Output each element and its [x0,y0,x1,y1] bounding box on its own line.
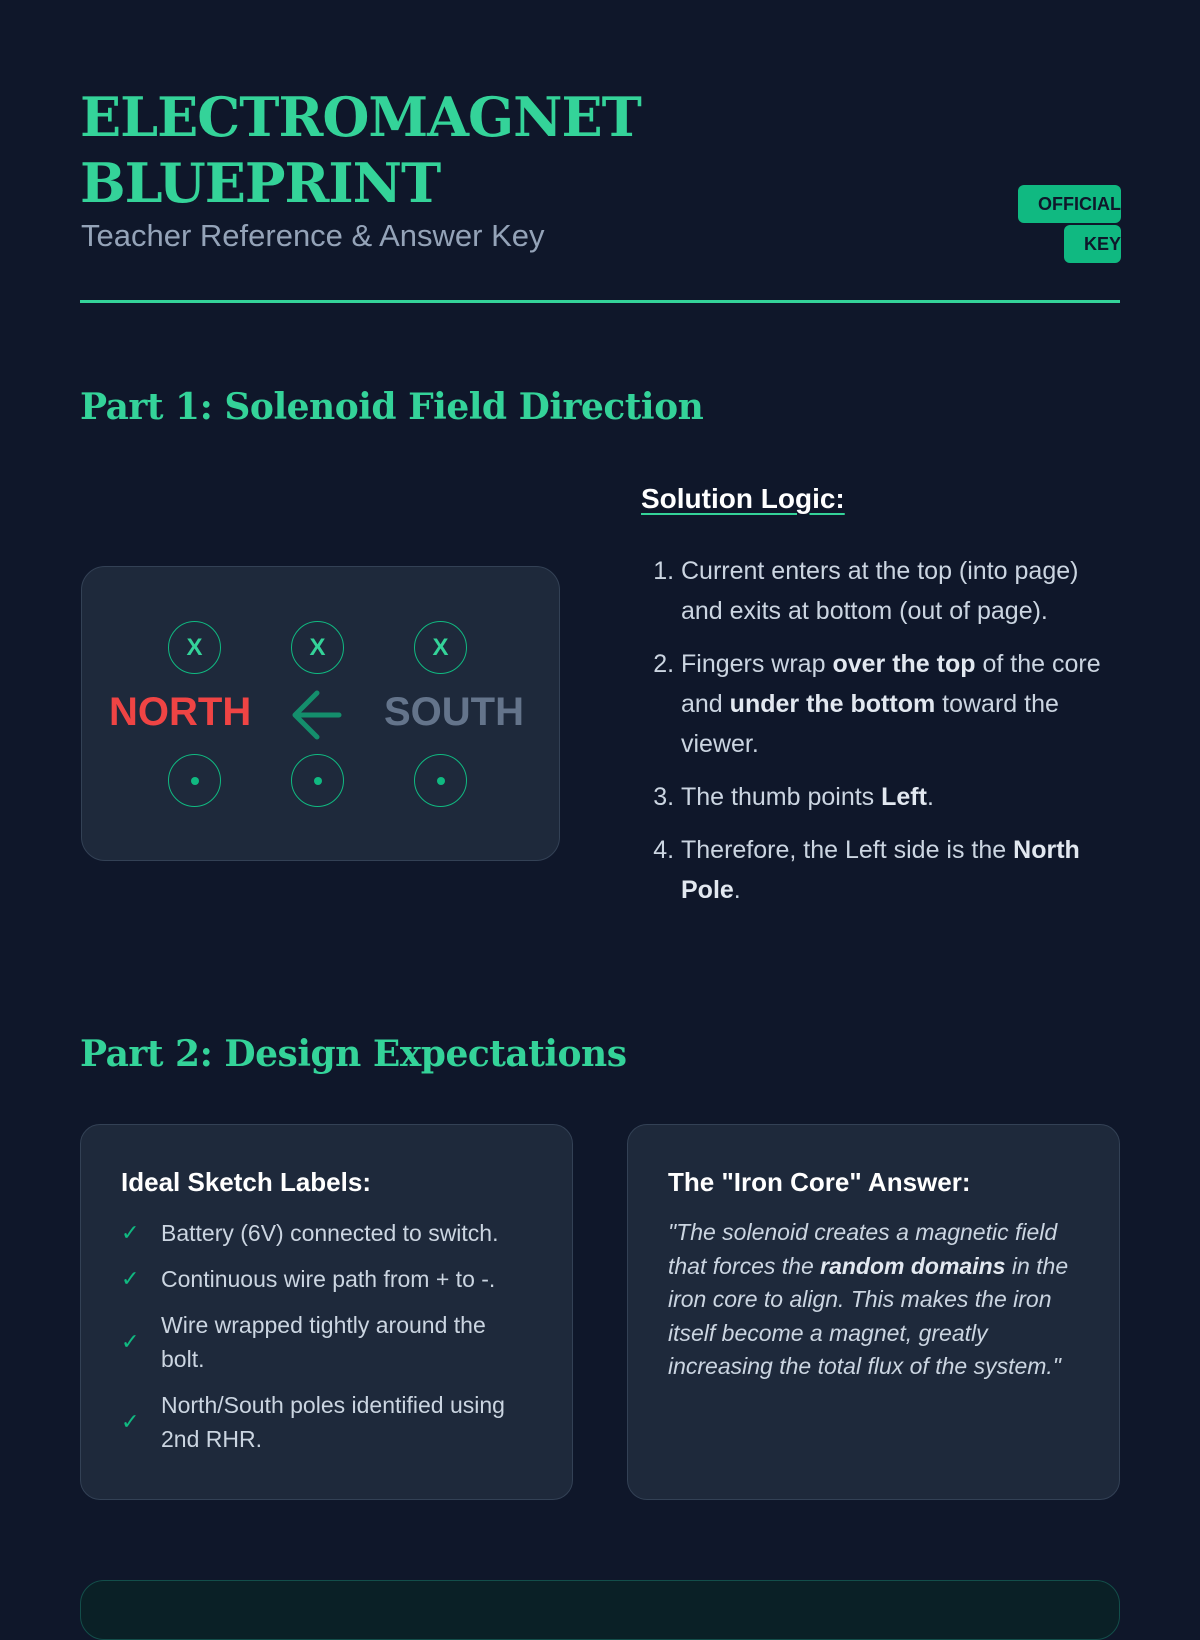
solution-logic: Solution Logic: Current enters at the to… [641,483,1121,923]
check-icon: ✓ [121,1220,140,1245]
header-divider [80,300,1120,303]
logic-step: The thumb points Left. [681,777,1121,817]
logic-step: Therefore, the Left side is the North Po… [681,830,1121,910]
check-icon: ✓ [121,1409,140,1434]
field-arrow-left-icon [292,690,342,740]
current-out-of-page-icon [168,754,221,807]
iron-core-card: The "Iron Core" Answer: "The solenoid cr… [627,1124,1120,1500]
part1-heading: Part 1: Solenoid Field Direction [80,386,704,428]
part2-heading: Part 2: Design Expectations [80,1033,627,1075]
solution-logic-title: Solution Logic: [641,483,845,514]
north-label: NORTH [109,690,252,734]
solenoid-diagram: X X X NORTH SOUTH [81,566,560,861]
sketch-labels-card: Ideal Sketch Labels: ✓Battery (6V) conne… [80,1124,573,1500]
current-into-page-icon: X [291,621,344,674]
logic-step: Fingers wrap over the top of the core an… [681,644,1121,764]
logic-step: Current enters at the top (into page) an… [681,551,1121,631]
list-item: ✓Continuous wire path from + to -. [121,1262,532,1296]
list-item: ✓Battery (6V) connected to switch. [121,1216,532,1250]
current-out-of-page-icon [291,754,344,807]
check-icon: ✓ [121,1329,140,1354]
iron-core-title: The "Iron Core" Answer: [668,1167,971,1197]
check-icon: ✓ [121,1266,140,1291]
sketch-labels-title: Ideal Sketch Labels: [121,1167,371,1197]
page-subtitle: Teacher Reference & Answer Key [81,218,545,253]
official-key-badge: OFFICIAL KEY [1009,184,1121,264]
list-item: ✓Wire wrapped tightly around the bolt. [121,1312,486,1372]
current-into-page-icon: X [168,621,221,674]
iron-core-answer: "The solenoid creates a magnetic field t… [668,1219,1069,1379]
current-into-page-icon: X [414,621,467,674]
current-out-of-page-icon [414,754,467,807]
bottom-panel [80,1580,1120,1640]
list-item: ✓North/South poles identified using 2nd … [121,1392,505,1452]
south-label: SOUTH [384,690,524,734]
